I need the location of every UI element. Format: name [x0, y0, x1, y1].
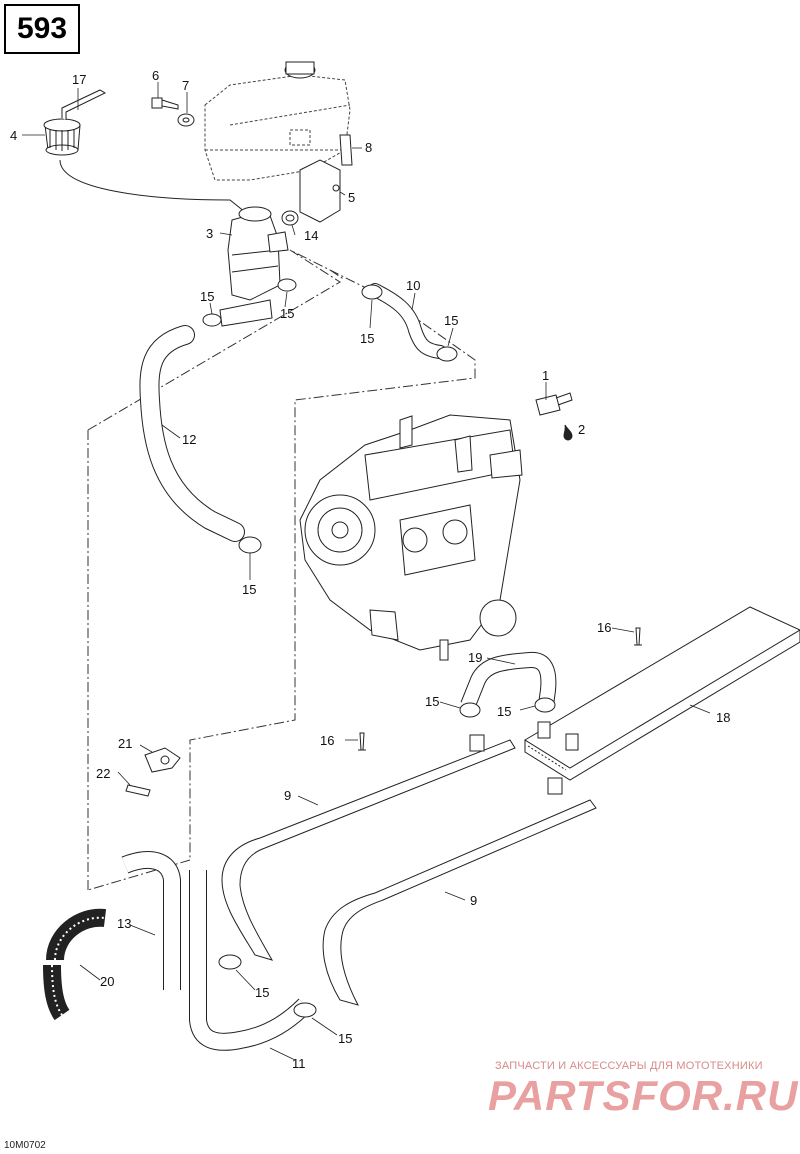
callout-2: 2 [578, 422, 585, 437]
figure-code: 10M0702 [4, 1140, 46, 1151]
routing-lines [87, 249, 476, 891]
callout-9-b: 9 [470, 893, 477, 908]
screw-part-22 [125, 784, 151, 797]
clamp-part-15-lower-left [218, 954, 242, 970]
clamp-part-15-lower-right [293, 1002, 317, 1018]
callout-15-f: 15 [425, 694, 439, 709]
clamp-part-15-hose19-left [459, 702, 481, 718]
clamp-part-15-bottle-left [202, 313, 222, 327]
callout-17: 17 [72, 72, 86, 87]
callout-15-g: 15 [497, 704, 511, 719]
clamp-part-15-hose12 [238, 536, 262, 554]
callout-18: 18 [716, 710, 730, 725]
clamp-part-21 [144, 747, 181, 773]
callout-15-h: 15 [255, 985, 269, 1000]
callout-3: 3 [206, 226, 213, 241]
breather-tube-part-17 [61, 89, 107, 120]
callout-22: 22 [96, 766, 110, 781]
callout-15-c: 15 [360, 331, 374, 346]
bolt-part-6 [151, 97, 179, 110]
overflow-hose [59, 159, 246, 213]
callout-13: 13 [117, 916, 131, 931]
heat-exchanger-part-18 [524, 606, 800, 781]
callout-10: 10 [406, 278, 420, 293]
grommet-part-14 [281, 210, 299, 226]
washer-part-7 [177, 113, 195, 127]
callout-20: 20 [100, 974, 114, 989]
engine-block [299, 414, 523, 661]
callout-8: 8 [365, 140, 372, 155]
callout-15-b: 15 [280, 306, 294, 321]
temperature-sensor-part-1 [535, 392, 573, 416]
callout-15-a: 15 [200, 289, 214, 304]
callout-21: 21 [118, 736, 132, 751]
rivet-part-16-left [358, 732, 366, 751]
protector-sleeve-part-20 [43, 908, 107, 1021]
callout-16-a: 16 [597, 620, 611, 635]
callout-5: 5 [348, 190, 355, 205]
bracket-part-5 [299, 159, 341, 223]
watermark-tagline: ЗАПЧАСТИ И АКСЕССУАРЫ ДЛЯ МОТОТЕХНИКИ [495, 1060, 763, 1072]
callout-15-d: 15 [444, 313, 458, 328]
bottle-outlet-fitting [219, 299, 273, 327]
drop-icon-part-2 [563, 424, 573, 441]
callout-7: 7 [182, 78, 189, 93]
callout-12: 12 [182, 432, 196, 447]
callout-16-b: 16 [320, 733, 334, 748]
heat-exchanger-part-9-upper [221, 734, 516, 961]
clamp-part-15-hose10-top [361, 284, 383, 300]
clamp-part-15-hose10-bottom [436, 346, 458, 362]
expansion-bottle-part-3 [227, 206, 289, 301]
callout-15-i: 15 [338, 1031, 352, 1046]
leader-lines [22, 82, 711, 1061]
callout-4: 4 [10, 128, 17, 143]
callout-6: 6 [152, 68, 159, 83]
callout-15-e: 15 [242, 582, 256, 597]
heat-exchanger-part-9-lower [322, 777, 597, 1006]
callout-11: 11 [292, 1056, 306, 1071]
callout-9-a: 9 [284, 788, 291, 803]
callout-14: 14 [304, 228, 318, 243]
callouts: 17 4 6 7 8 5 3 14 15 15 10 15 15 12 15 1… [10, 68, 730, 1071]
watermark-brand: PARTSFOR.RU [488, 1072, 799, 1119]
coolant-tank [204, 74, 351, 181]
pressure-cap-part-4 [43, 118, 81, 156]
callout-19: 19 [468, 650, 482, 665]
rivet-part-16-right [634, 627, 642, 646]
clamp-part-15-hose19-right [534, 697, 556, 713]
clamp-part-15-bottle-right [277, 278, 297, 292]
callout-1: 1 [542, 368, 549, 383]
page-number: 593 [16, 12, 68, 45]
page-number-box: 593 [4, 4, 80, 54]
clip-part-8 [339, 134, 353, 166]
